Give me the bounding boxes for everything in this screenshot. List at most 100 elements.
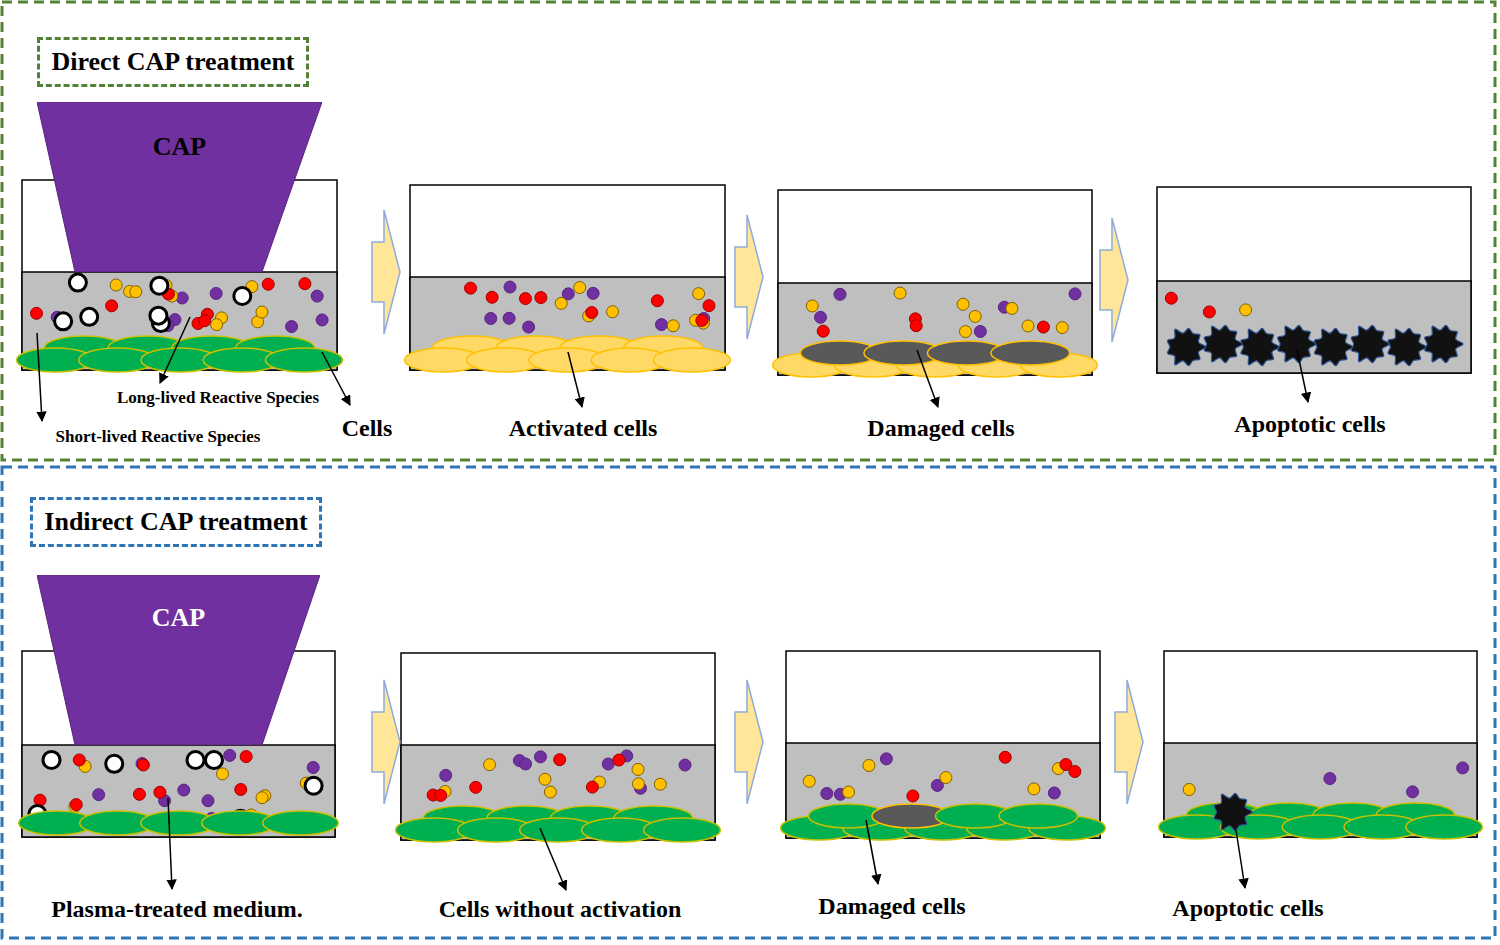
- long-lived-species: [1240, 304, 1252, 316]
- long-lived-species: [999, 751, 1011, 763]
- leader-line: [917, 350, 938, 407]
- long-lived-species: [503, 312, 515, 324]
- damaged-cell: [991, 341, 1070, 365]
- leader-line: [160, 317, 190, 383]
- long-lived-species: [211, 319, 223, 331]
- stage-label: Activated cells: [509, 415, 658, 442]
- leader-line: [866, 820, 878, 884]
- long-lived-species: [907, 790, 919, 802]
- stage-label: Cells: [342, 415, 393, 442]
- process-arrow: [1100, 218, 1128, 342]
- long-lived-species: [806, 300, 818, 312]
- long-lived-species: [535, 292, 547, 304]
- stage-label: Damaged cells: [818, 893, 965, 920]
- long-lived-species: [679, 759, 691, 771]
- beaker: [1159, 651, 1483, 839]
- long-lived-species: [880, 753, 892, 765]
- leader-line: [1297, 350, 1308, 402]
- plasma-jet: CAP: [37, 102, 322, 272]
- long-lived-species: [137, 759, 149, 771]
- plasma-jet-body: [37, 575, 320, 745]
- long-lived-species: [843, 786, 855, 798]
- beaker-outline: [778, 190, 1092, 375]
- plasma-jet-shape: [37, 102, 322, 272]
- beaker-outline: [401, 653, 715, 840]
- long-lived-species: [607, 306, 619, 318]
- long-lived-species: [863, 760, 875, 772]
- long-lived-species: [632, 763, 644, 775]
- long-lived-species: [133, 788, 145, 800]
- long-lived-species: [632, 778, 644, 790]
- long-lived-species: [696, 314, 708, 326]
- short-lived-species: [106, 755, 123, 772]
- long-lived-species: [178, 784, 190, 796]
- long-lived-species: [299, 278, 311, 290]
- leader-line: [168, 798, 172, 889]
- apoptotic-cell: [1278, 325, 1316, 362]
- medium: [1157, 281, 1471, 373]
- stage-label: Damaged cells: [867, 415, 1014, 442]
- stage-label: Apoptotic cells: [1172, 895, 1323, 922]
- long-lived-species: [815, 311, 827, 323]
- apoptotic-cell: [1351, 325, 1389, 362]
- long-lived-species: [803, 775, 815, 787]
- long-lived-species: [307, 761, 319, 773]
- long-lived-species: [586, 307, 598, 319]
- long-lived-species: [286, 321, 298, 333]
- activated-cell: [653, 348, 730, 372]
- species-label: Short-lived Reactive Species: [56, 427, 261, 447]
- leader-line: [322, 352, 350, 405]
- beaker-outline: [786, 651, 1100, 838]
- long-lived-species: [199, 315, 211, 327]
- long-lived-species: [311, 290, 323, 302]
- cell: [263, 811, 339, 835]
- indirect-panel: [2, 467, 1495, 938]
- long-lived-species: [655, 319, 667, 331]
- long-lived-species: [470, 781, 482, 793]
- long-lived-species: [93, 789, 105, 801]
- long-lived-species: [587, 287, 599, 299]
- short-lived-species: [43, 751, 60, 768]
- title-box: Indirect CAP treatment: [30, 497, 322, 547]
- long-lived-species: [1457, 762, 1469, 774]
- title-box: Direct CAP treatment: [37, 37, 309, 87]
- apoptotic-cell: [1425, 325, 1463, 362]
- short-lived-species: [55, 313, 72, 330]
- long-lived-species: [1056, 322, 1068, 334]
- long-lived-species: [555, 297, 567, 309]
- long-lived-species: [834, 288, 846, 300]
- plasma-jet-body: [37, 102, 322, 272]
- long-lived-species: [957, 298, 969, 310]
- process-arrow: [1115, 680, 1143, 804]
- short-lived-species: [151, 277, 168, 294]
- stage-label: Plasma-treated medium.: [51, 896, 303, 923]
- long-lived-species: [821, 787, 833, 799]
- long-lived-species: [974, 325, 986, 337]
- long-lived-species: [1022, 320, 1034, 332]
- long-lived-species: [210, 287, 222, 299]
- long-lived-species: [73, 754, 85, 766]
- long-lived-species: [486, 291, 498, 303]
- long-lived-species: [31, 307, 43, 319]
- long-lived-species: [240, 751, 252, 763]
- short-lived-species: [150, 307, 167, 324]
- process-arrow: [735, 215, 763, 339]
- short-lived-species: [305, 777, 322, 794]
- panel-title: Direct CAP treatment: [50, 47, 296, 77]
- leader-line: [37, 333, 42, 421]
- apoptotic-cell: [1314, 328, 1352, 365]
- long-lived-species: [520, 758, 532, 770]
- long-lived-species: [544, 786, 556, 798]
- long-lived-species: [1048, 787, 1060, 799]
- process-arrow: [372, 210, 400, 334]
- short-lived-species: [187, 752, 204, 769]
- long-lived-species: [519, 293, 531, 305]
- plasma-label: CAP: [37, 575, 320, 633]
- long-lived-species: [613, 754, 625, 766]
- apoptotic-cell: [1167, 328, 1205, 365]
- long-lived-species: [1183, 783, 1195, 795]
- long-lived-species: [1006, 302, 1018, 314]
- beaker: [773, 190, 1098, 377]
- panel-title: Indirect CAP treatment: [43, 507, 309, 537]
